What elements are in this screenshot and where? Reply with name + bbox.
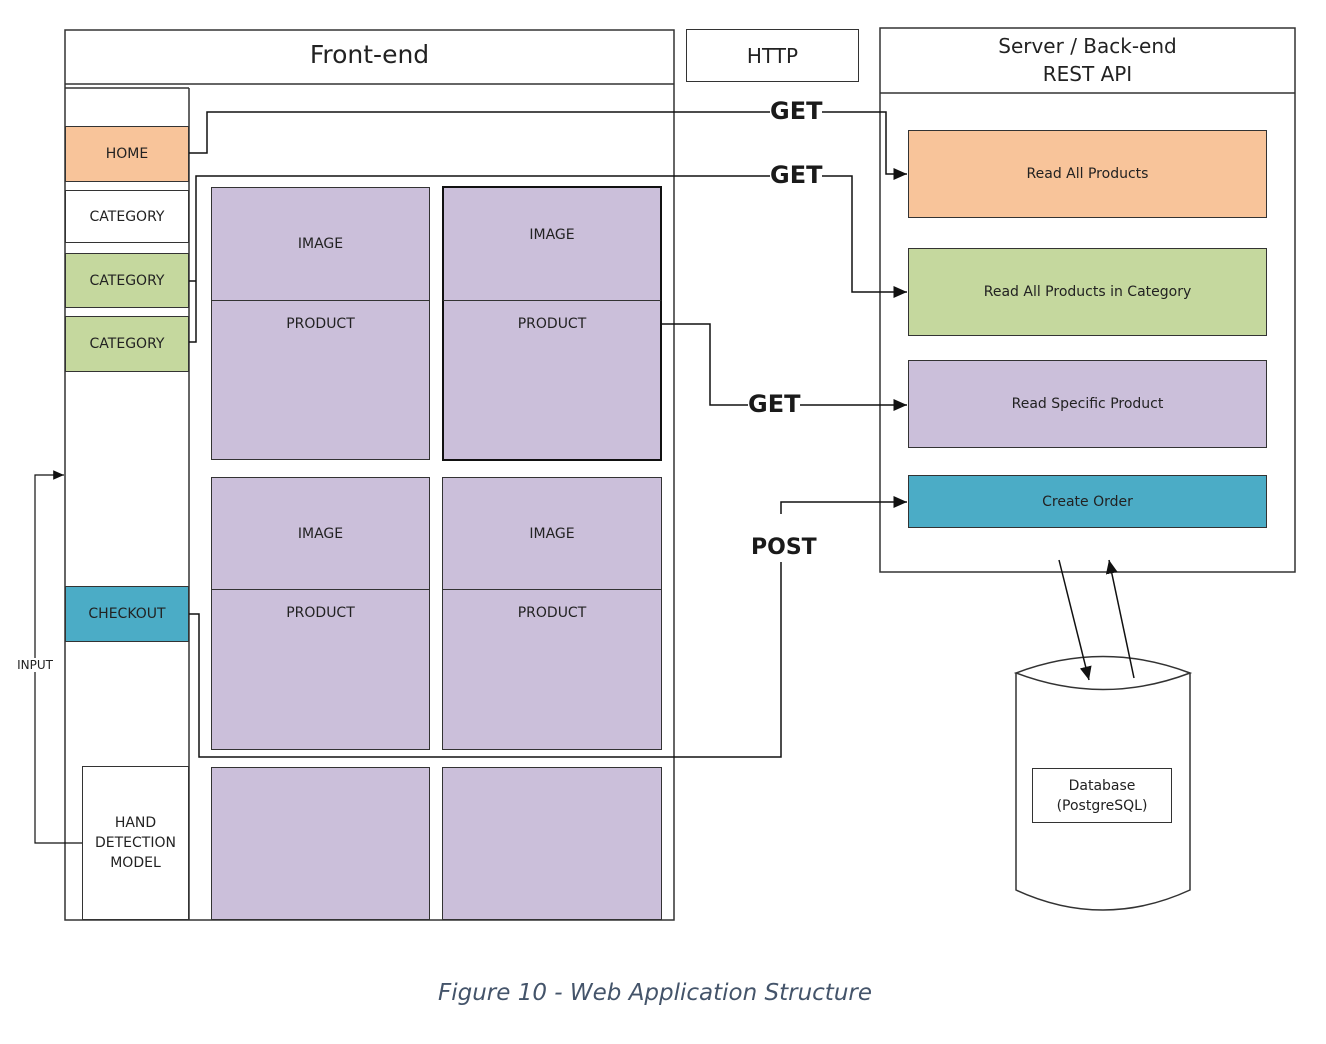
card-1-image[interactable]: IMAGE — [211, 187, 430, 301]
endpoint-read-specific-product[interactable]: Read Specific Product — [908, 360, 1267, 448]
nav-home-label: HOME — [105, 146, 149, 162]
endpoint-read-category-label: Read All Products in Category — [983, 284, 1192, 300]
card-2-image-label: IMAGE — [529, 227, 575, 243]
database-label-box: Database (PostgreSQL) — [1032, 768, 1172, 823]
endpoint-read-all-products[interactable]: Read All Products — [908, 130, 1267, 218]
endpoint-create-order-label: Create Order — [1042, 493, 1133, 510]
figure-caption: Figure 10 - Web Application Structure — [437, 980, 873, 1006]
verb-get-2: GET — [770, 161, 823, 189]
card-6[interactable] — [442, 767, 662, 920]
http-title: HTTP — [746, 43, 799, 68]
nav-home[interactable]: HOME — [65, 126, 189, 182]
card-3-product-label: PRODUCT — [286, 605, 355, 621]
verb-post: POST — [751, 535, 817, 560]
endpoint-create-order[interactable]: Create Order — [908, 475, 1267, 528]
http-title-box: HTTP — [686, 29, 859, 82]
frontend-title: Front-end — [309, 40, 430, 69]
card-5[interactable] — [211, 767, 430, 920]
verb-get-3: GET — [748, 390, 801, 418]
nav-checkout[interactable]: CHECKOUT — [65, 586, 189, 642]
card-4-image-label: IMAGE — [529, 525, 575, 542]
card-2-product-label: PRODUCT — [517, 316, 587, 332]
card-4-product-label: PRODUCT — [517, 605, 587, 621]
nav-category-2-label: CATEGORY — [89, 272, 165, 289]
nav-category-1[interactable]: CATEGORY — [65, 190, 189, 243]
nav-checkout-label: CHECKOUT — [88, 606, 166, 622]
hand-detection-model: HAND DETECTION MODEL — [82, 766, 189, 920]
nav-category-3[interactable]: CATEGORY — [65, 316, 189, 372]
card-1-product[interactable]: PRODUCT — [211, 300, 430, 460]
card-3-product[interactable]: PRODUCT — [211, 589, 430, 750]
card-4-image[interactable]: IMAGE — [442, 477, 662, 590]
hand-detection-label: HAND DETECTION MODEL — [95, 815, 176, 871]
card-1-product-label: PRODUCT — [286, 316, 355, 332]
input-label: INPUT — [12, 658, 58, 672]
nav-category-2[interactable]: CATEGORY — [65, 253, 189, 308]
nav-category-3-label: CATEGORY — [89, 336, 165, 352]
card-3-image[interactable]: IMAGE — [211, 477, 430, 590]
endpoint-read-specific-product-label: Read Specific Product — [1011, 396, 1164, 412]
nav-category-1-label: CATEGORY — [89, 208, 165, 225]
endpoint-read-all-products-label: Read All Products — [1026, 166, 1149, 182]
endpoint-read-category[interactable]: Read All Products in Category — [908, 248, 1267, 336]
verb-get-1: GET — [770, 97, 823, 125]
card-2-product[interactable]: PRODUCT — [442, 300, 662, 461]
card-4-product[interactable]: PRODUCT — [442, 589, 662, 750]
server-title: Server / Back-end REST API — [998, 34, 1177, 86]
card-1-image-label: IMAGE — [297, 236, 344, 252]
card-3-image-label: IMAGE — [297, 525, 344, 542]
database-label: Database (PostgreSQL) — [1056, 777, 1148, 814]
card-2-image[interactable]: IMAGE — [442, 186, 662, 301]
